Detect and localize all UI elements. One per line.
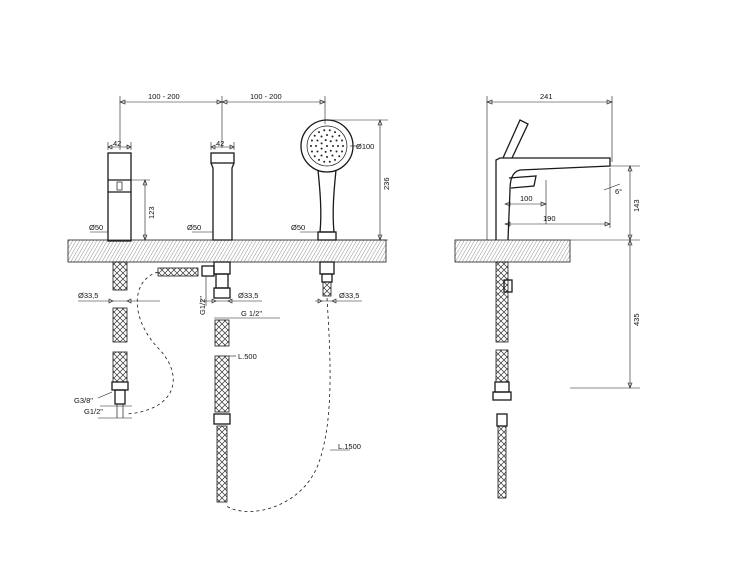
side-hose-b bbox=[495, 349, 509, 383]
left-valve bbox=[90, 142, 150, 242]
nozzle-dot bbox=[326, 156, 328, 158]
fitting-mid bbox=[213, 413, 231, 425]
nozzle-dot bbox=[335, 139, 338, 142]
dim-spacing-right: 100 - 200 bbox=[250, 92, 282, 101]
deck-section-front bbox=[67, 239, 387, 263]
nozzle-dot bbox=[328, 129, 331, 132]
dim-total-width: 241 bbox=[540, 92, 553, 101]
nozzle-dot bbox=[329, 140, 332, 143]
nozzle-dot bbox=[313, 134, 316, 137]
side-view-spout bbox=[486, 96, 640, 389]
dim-pipe-right: Ø33,5 bbox=[339, 291, 359, 300]
nozzle-dot bbox=[328, 160, 331, 163]
dim-123: 123 bbox=[147, 206, 156, 219]
dim-g12-horizontal: G 1/2" bbox=[241, 309, 262, 318]
side-hose-c bbox=[497, 425, 507, 499]
dim-pipe-left: Ø33,5 bbox=[78, 291, 98, 300]
dim-base-mid: Ø50 bbox=[187, 223, 201, 232]
dim-100: 100 bbox=[520, 194, 533, 203]
fitting-left bbox=[97, 381, 132, 419]
nozzle-dot bbox=[332, 145, 334, 147]
nozzle-dot bbox=[341, 139, 344, 142]
dim-left-width: 42 bbox=[113, 139, 121, 148]
nozzle-dot bbox=[329, 149, 332, 152]
shower-hose-dashed bbox=[224, 297, 331, 512]
dim-pipe-mid: Ø33,5 bbox=[238, 291, 258, 300]
nozzle-dot bbox=[338, 134, 341, 137]
nozzle-dot bbox=[335, 150, 338, 153]
nozzle-dot bbox=[310, 150, 313, 153]
nozzle-dot bbox=[324, 150, 327, 153]
middle-connector bbox=[200, 261, 280, 319]
side-hose-dashed bbox=[126, 271, 174, 415]
nozzle-dot bbox=[316, 150, 319, 153]
dim-g12-bottom: G1/2" bbox=[84, 407, 103, 416]
nozzle-dot bbox=[341, 150, 344, 153]
hose-left-lower bbox=[112, 307, 128, 343]
dim-190: 190 bbox=[543, 214, 556, 223]
dim-g38: G3/8" bbox=[74, 396, 93, 405]
nozzle-dot bbox=[310, 139, 313, 142]
dim-angle: 6° bbox=[615, 187, 622, 196]
nozzle-dot bbox=[320, 135, 323, 138]
dim-l500: L.500 bbox=[238, 352, 257, 361]
nozzle-dot bbox=[316, 139, 319, 142]
hose-middle-lower bbox=[214, 355, 230, 413]
nozzle-dot bbox=[331, 135, 334, 138]
middle-body bbox=[192, 142, 235, 241]
dim-base-right: Ø50 bbox=[291, 223, 305, 232]
nozzle-dot bbox=[310, 145, 312, 147]
nozzle-dot bbox=[337, 145, 339, 147]
hand-shower bbox=[300, 119, 388, 241]
hose-middle-bottom bbox=[216, 425, 228, 503]
dim-base-left: Ø50 bbox=[89, 223, 103, 232]
nozzle-dot bbox=[331, 154, 334, 157]
dim-l1500: L.1500 bbox=[338, 442, 361, 451]
nozzle-dot bbox=[323, 129, 326, 132]
side-fittings bbox=[492, 279, 513, 427]
shower-holder bbox=[315, 261, 362, 304]
dim-236: 236 bbox=[382, 177, 391, 190]
nozzle-dot bbox=[338, 155, 341, 158]
dim-g12-vertical: G1/2" bbox=[198, 296, 207, 315]
dim-spacing-left: 100 - 200 bbox=[148, 92, 180, 101]
nozzle-dot bbox=[324, 139, 327, 142]
hose-left-bottom bbox=[112, 351, 128, 383]
dim-spacing bbox=[119, 96, 326, 150]
nozzle-dot bbox=[334, 158, 336, 161]
dim-shower-head: Ø100 bbox=[356, 142, 374, 151]
nozzle-dot bbox=[318, 158, 320, 161]
nozzle-dot bbox=[315, 145, 317, 147]
nozzle-dot bbox=[326, 145, 328, 147]
nozzle-dot bbox=[320, 147, 323, 150]
dim-143: 143 bbox=[632, 199, 641, 212]
side-hose-a bbox=[495, 261, 509, 343]
nozzle-dot bbox=[334, 131, 336, 134]
nozzle-dot bbox=[320, 154, 323, 157]
nozzle-dot bbox=[323, 160, 326, 163]
hose-left bbox=[112, 261, 128, 291]
nozzle-dot bbox=[318, 131, 320, 134]
nozzle-dot bbox=[313, 155, 316, 158]
nozzle-dot bbox=[320, 142, 323, 145]
nozzle-dot bbox=[326, 134, 328, 136]
deck-section-side bbox=[454, 239, 571, 263]
dim-435: 435 bbox=[632, 313, 641, 326]
hose-side-connector bbox=[157, 267, 199, 277]
dim-mid-width: 42 bbox=[216, 139, 224, 148]
hose-middle bbox=[214, 319, 230, 347]
nozzle-dot bbox=[342, 145, 344, 147]
shower-nozzles bbox=[310, 129, 344, 163]
